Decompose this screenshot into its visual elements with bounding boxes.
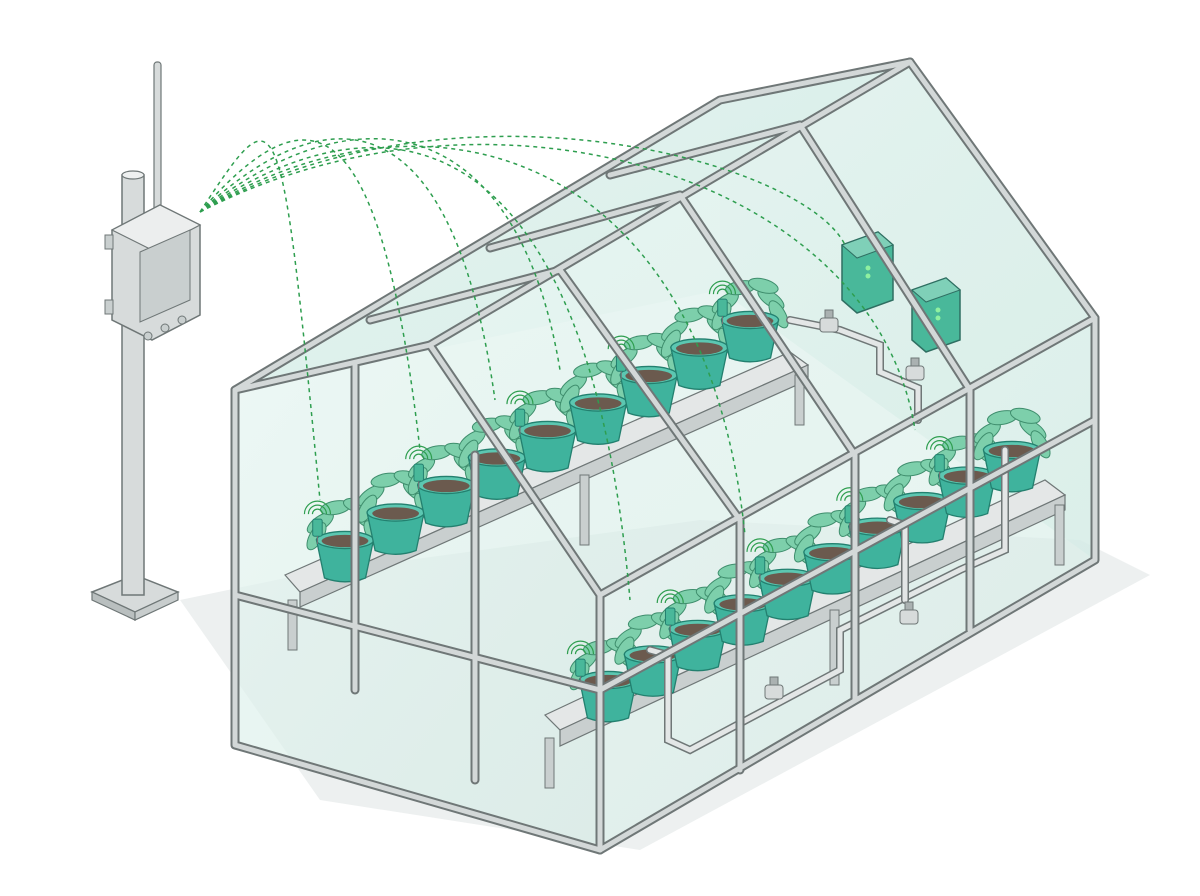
signal-arc (199, 145, 746, 536)
soil-sensor-icon (754, 556, 766, 575)
soil-sensor-icon (514, 408, 526, 427)
signal-arc (199, 138, 496, 401)
wifi-signal-icon (708, 280, 737, 295)
wifi-signal-icon (405, 445, 433, 460)
soil-sensor-icon (664, 607, 676, 626)
wifi-signal-icon (566, 640, 595, 655)
wifi-signal-icon (746, 538, 774, 552)
soil-sensor-icon (934, 454, 945, 473)
pot-body (670, 346, 729, 390)
signal-arc (199, 137, 561, 371)
pot-body (758, 577, 817, 621)
signal-arc (199, 135, 846, 246)
signal-arc (199, 143, 916, 431)
soil (422, 479, 470, 493)
soil (524, 424, 571, 438)
pot-body (720, 319, 780, 363)
wifi-signal-icon (656, 589, 684, 604)
lora-gateway-icon (104, 61, 202, 341)
signal-arcs (199, 135, 916, 601)
signal-arc (199, 146, 631, 601)
soil-sensor-icon (717, 298, 728, 317)
valve-icon (899, 601, 919, 625)
pot-body (518, 429, 577, 473)
soil-sensor-icon (575, 658, 586, 677)
leaf (1010, 407, 1041, 424)
wifi-signal-icon (925, 436, 954, 450)
wifi-signal-icon (506, 390, 534, 405)
valve-icon (819, 309, 839, 333)
soil (372, 507, 419, 520)
pot-body (568, 401, 628, 445)
pots-left-row (303, 277, 789, 583)
wifi-signal-icon (303, 500, 332, 515)
valve-controller-icon (911, 277, 961, 353)
soil-sensor-icon (312, 518, 323, 537)
signal-arc (199, 140, 321, 501)
pot-body (366, 511, 425, 555)
soil (676, 342, 723, 355)
greenhouse-frame (230, 57, 1100, 855)
soil (321, 534, 369, 548)
leaf (748, 277, 779, 294)
valve-icon (905, 357, 925, 381)
valve-controller-icon (841, 231, 894, 314)
soil-sensor-icon (413, 463, 424, 482)
plant-pot (405, 442, 485, 528)
pot-body (416, 484, 476, 528)
valve-icon (764, 676, 784, 700)
